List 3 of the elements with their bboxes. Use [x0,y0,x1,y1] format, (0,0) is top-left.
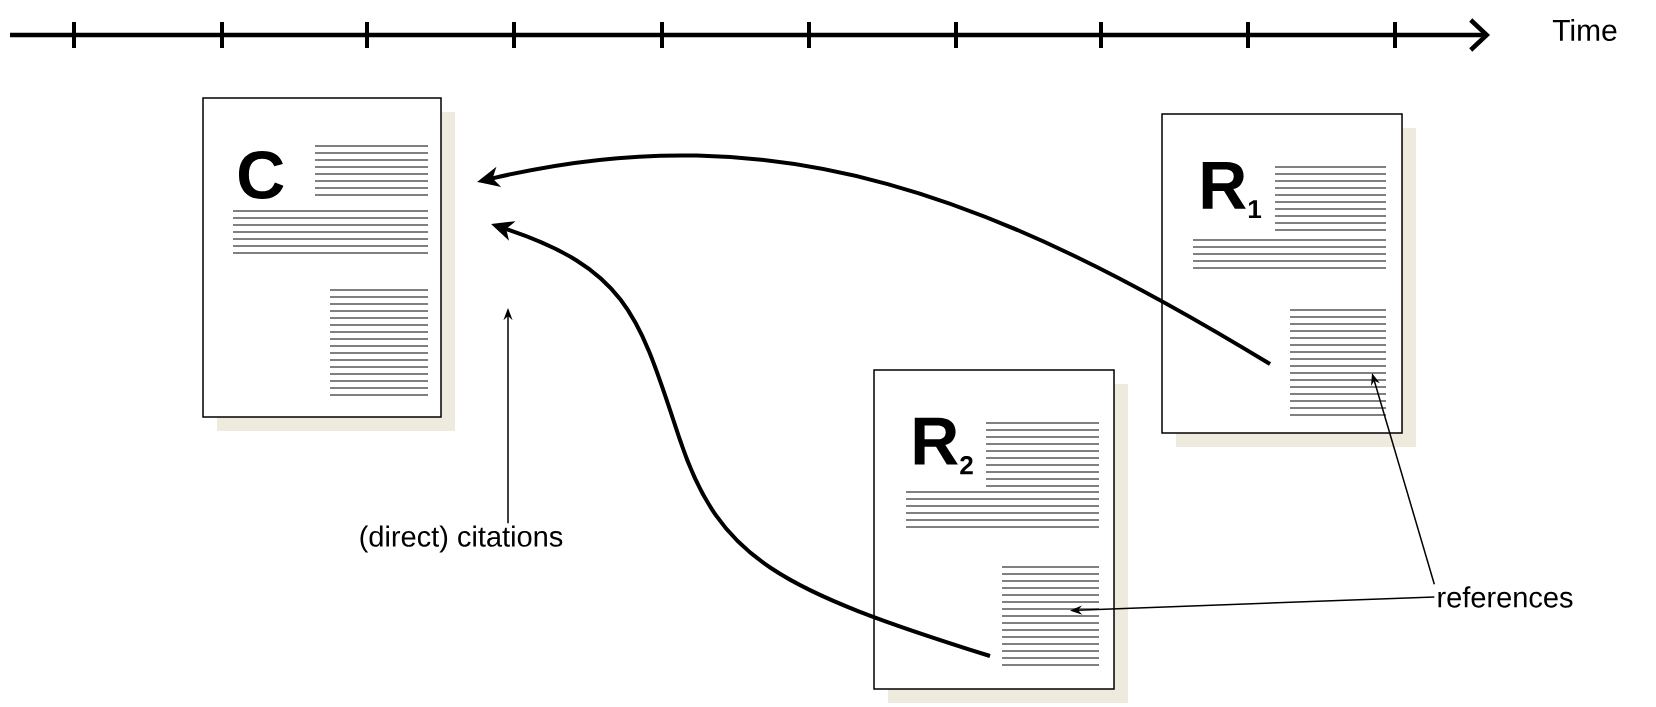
caption-text: references [1438,586,1573,608]
axis-label: Time [1552,19,1617,41]
caption-text: (direct) citations [360,525,563,553]
